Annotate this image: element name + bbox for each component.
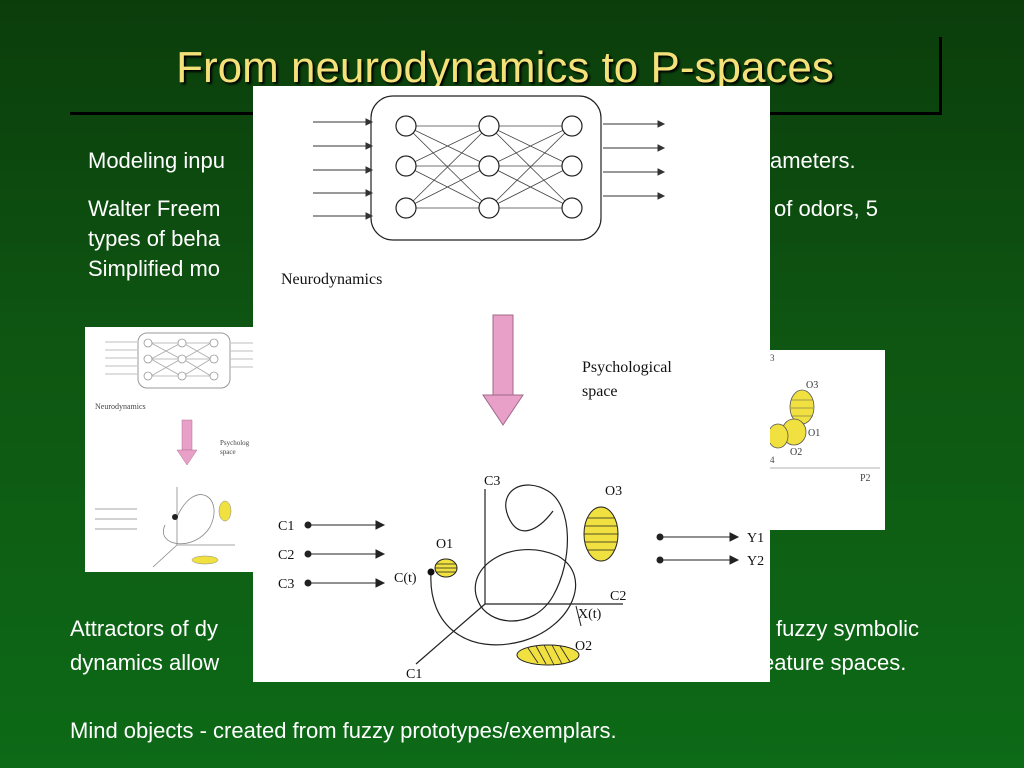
attractor-o2	[516, 644, 580, 666]
para3-line1: Attractors of dy	[70, 616, 218, 641]
transition-arrow-head	[482, 394, 524, 426]
right-axis-p2: P2	[860, 473, 871, 484]
para3-line2-end: eature spaces.	[762, 650, 907, 675]
o2-label: O2	[575, 639, 592, 654]
para2-line1: Walter Freem	[88, 196, 221, 221]
input-c3-label: C3	[278, 577, 294, 592]
para2-line3: Simplified mo	[88, 256, 221, 281]
slide-title: From neurodynamics to P-spaces	[176, 43, 834, 92]
right-axis-4: 4	[770, 455, 775, 465]
neuro-label: Neurodynamics	[281, 271, 382, 288]
para3-line1-end: fuzzy symbolic	[776, 616, 920, 641]
para4: Mind objects - created from fuzzy protot…	[70, 718, 617, 743]
para3-line2: dynamics allow	[70, 650, 220, 675]
input-c1-label: C1	[278, 519, 294, 534]
ct-label: C(t)	[394, 571, 417, 586]
small-psych-label-2: space	[220, 448, 236, 456]
right-o2-label: O2	[790, 447, 802, 458]
figure-left-small-svg: Neurodynamics Psycholog space	[95, 332, 257, 568]
transition-arrow-shaft	[492, 314, 514, 396]
output-y1-label: Y1	[747, 531, 764, 546]
para1-start: Modeling inpu	[88, 148, 225, 173]
para2-line2: types of beha	[88, 226, 221, 251]
right-o1-label: O1	[808, 428, 820, 439]
psych-label-1: Psychological	[582, 359, 672, 376]
pspace-axes	[415, 489, 623, 665]
figure-main-svg: Neurodynamics Psychological space C3 C2 …	[278, 95, 764, 682]
para2-line1-end: of odors, 5	[774, 196, 878, 221]
para1-end: ameters.	[770, 148, 856, 173]
network-box	[370, 95, 602, 241]
small-neuro-label: Neurodynamics	[95, 402, 146, 411]
output-y2-label: Y2	[747, 554, 764, 569]
xt-label: X(t)	[578, 607, 602, 622]
network-nodes	[395, 115, 583, 219]
o1-label: O1	[436, 537, 453, 552]
o3-label: O3	[605, 484, 622, 499]
input-c2-label: C2	[278, 548, 294, 563]
small-psych-label-1: Psycholog	[220, 439, 250, 447]
right-o3-label: O3	[806, 380, 818, 391]
axis-c1-label: C1	[406, 667, 422, 682]
psych-label-2: space	[582, 383, 618, 400]
figure-main: Neurodynamics Psychological space C3 C2 …	[253, 86, 770, 682]
title-side-rule	[939, 37, 942, 115]
figure-right-small: 3 4 P2 O3 O1 O2	[767, 350, 885, 530]
right-axis-3: 3	[770, 353, 775, 363]
trajectory-start-dot	[427, 568, 435, 576]
figure-left-small: Neurodynamics Psycholog space	[85, 327, 260, 572]
axis-c2-label: C2	[610, 589, 626, 604]
trajectory	[430, 484, 577, 646]
axis-c3-label: C3	[484, 474, 500, 489]
figure-right-small-svg: 3 4 P2 O3 O1 O2	[767, 353, 880, 484]
